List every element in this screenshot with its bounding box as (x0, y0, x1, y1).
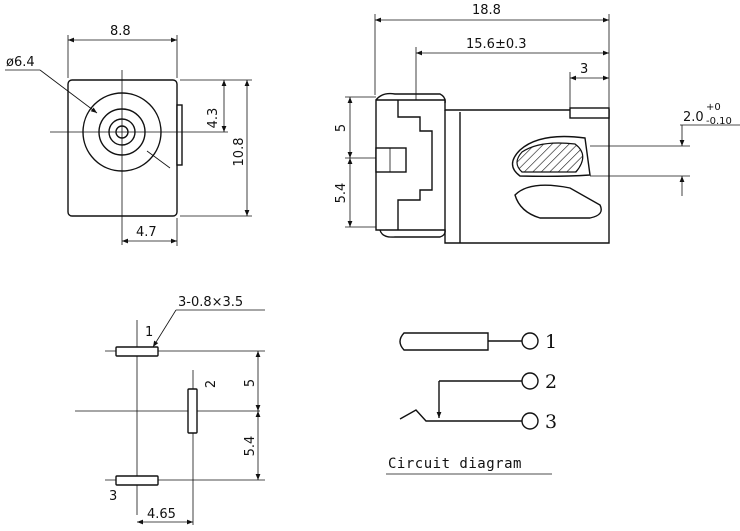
slot-spec-label: 3-0.8×3.5 (178, 295, 243, 310)
pin3-terminal (521, 412, 539, 430)
dim-5-label: 5 (243, 379, 258, 387)
dim-4-65-label: 4.65 (147, 507, 176, 522)
lower-dim-label: 5.4 (334, 183, 349, 204)
pin2-terminal (521, 372, 539, 390)
diameter-leader (39, 69, 98, 114)
pin-sleeve-symbol (399, 332, 489, 351)
dim-5-4-label: 5.4 (243, 436, 258, 457)
pin-tol-plus: +0 (706, 102, 721, 113)
pcb-footprint: 1 2 3 3-0.8×3.5 5 5.4 4.65 (75, 295, 265, 525)
top-clip (375, 92, 446, 104)
jack-body-outline (67, 79, 178, 217)
height-label: 10.8 (232, 138, 247, 167)
spring-contact (514, 184, 602, 219)
pin3-spring-contact (399, 409, 522, 422)
plug-nose (375, 147, 407, 173)
diameter-label: ø6.4 (6, 55, 35, 70)
body-length-label: 15.6±0.3 (466, 37, 527, 52)
bottom-clip (379, 229, 446, 238)
diameter-leader-tail (146, 150, 171, 169)
pin1-slot (115, 346, 159, 357)
pin3-label: 3 (109, 489, 117, 504)
center-offset-label: 4.7 (136, 225, 157, 240)
circuit-pin3-label: 3 (545, 411, 557, 433)
pin1-label: 1 (145, 325, 153, 340)
pin-diameter-label: 2.0 (683, 110, 704, 125)
circuit-pin1-label: 1 (545, 331, 557, 353)
side-view: 18.8 15.6±0.3 3 2.0 +0 -0.10 (334, 3, 740, 244)
side-terminal-tab (176, 104, 183, 166)
circuit-diagram: 1 2 3 Circuit diagram (386, 331, 557, 475)
pin2-label: 2 (204, 380, 219, 388)
pin1-terminal (521, 332, 539, 350)
cutaway-outline (511, 135, 591, 178)
tab-label: 3 (580, 62, 588, 77)
top-tab (569, 107, 610, 119)
circuit-pin2-label: 2 (545, 371, 557, 393)
pin-tol-minus: -0.10 (706, 116, 732, 127)
hatched-pin-section (516, 142, 584, 173)
slot-spec-leader (152, 309, 177, 348)
upper-dim-label: 5 (334, 124, 349, 132)
pin3-slot (115, 475, 159, 486)
front-view: ø6.4 8.8 4.3 10.8 4.7 (5, 24, 252, 246)
width-label: 8.8 (110, 24, 131, 39)
jack-body-side (375, 99, 610, 244)
inner-profile (397, 100, 433, 230)
circuit-caption: Circuit diagram (388, 456, 522, 472)
center-height-label: 4.3 (206, 108, 221, 129)
pin2-slot (187, 388, 198, 434)
length-label: 18.8 (472, 3, 501, 18)
